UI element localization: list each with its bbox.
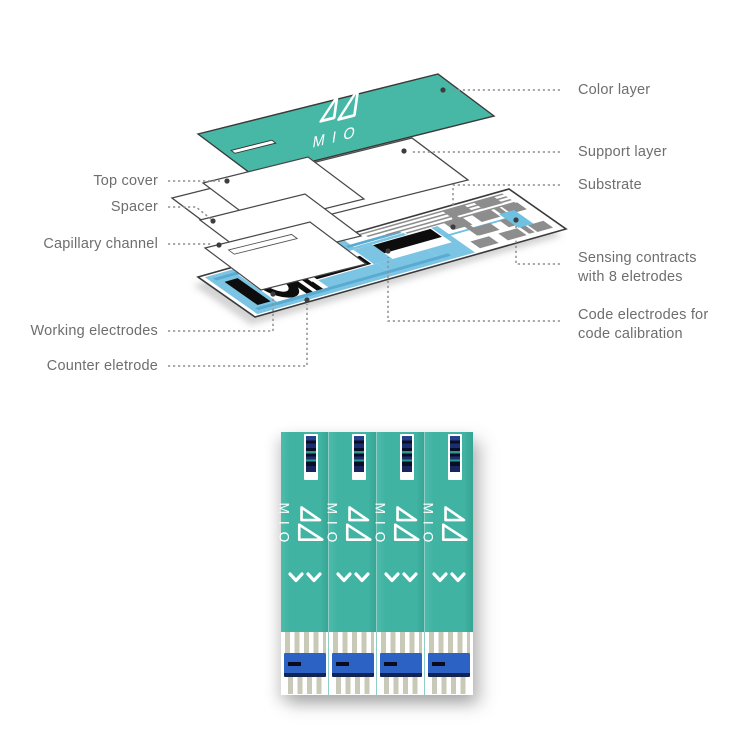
label-working-electrodes: Working electrodes	[30, 323, 158, 339]
contact-bars	[336, 677, 374, 694]
capillary-channel-shape	[203, 221, 368, 291]
test-strip	[423, 432, 473, 695]
mio-logo	[375, 501, 420, 551]
chevron-down-icons	[432, 571, 466, 589]
label-capillary-channel: Capillary channel	[43, 236, 158, 252]
band-dash	[432, 662, 445, 666]
label-support-layer: Support layer	[578, 144, 667, 160]
contact-band	[380, 653, 422, 677]
contact-bars	[384, 677, 422, 694]
label-top-cover: Top cover	[93, 173, 158, 189]
contact-zone	[281, 632, 329, 695]
leader-dots	[210, 87, 519, 303]
label-code-electrodes: Code electrodes for code calibration	[578, 306, 708, 344]
code-stripe-slot	[352, 434, 366, 480]
contact-bars	[288, 677, 326, 694]
label-color-layer: Color layer	[578, 82, 651, 98]
chevron-down-icons	[336, 571, 370, 589]
band-dash	[336, 662, 349, 666]
mio-logo	[327, 501, 372, 551]
contact-bars	[429, 632, 470, 653]
band-dash	[288, 662, 301, 666]
label-code-electrodes-line1: Code electrodes for	[578, 307, 709, 323]
contact-zone	[329, 632, 377, 695]
contact-bars	[285, 632, 326, 653]
code-stripes	[450, 436, 460, 472]
label-spacer: Spacer	[110, 199, 158, 215]
contact-zone	[425, 632, 473, 695]
label-sensing-contacts-line2: with 8 eletrodes	[578, 269, 683, 285]
code-stripe-slot	[448, 434, 462, 480]
contact-band	[428, 653, 470, 677]
code-stripes	[354, 436, 364, 472]
code-stripe-slot	[400, 434, 414, 480]
mio-logo	[279, 501, 324, 551]
contact-band	[284, 653, 326, 677]
exploded-diagram: MIO	[0, 73, 750, 430]
label-substrate: Substrate	[578, 177, 642, 193]
label-sensing-contacts: Sensing contracts with 8 eletrodes	[578, 249, 697, 287]
contact-bars	[333, 632, 374, 653]
band-dash	[384, 662, 397, 666]
test-strip	[327, 432, 377, 695]
chevron-down-icons	[384, 571, 418, 589]
code-stripe-slot	[304, 434, 318, 480]
code-stripes	[402, 436, 412, 472]
label-code-electrodes-line2: code calibration	[578, 326, 683, 342]
mio-logo	[423, 501, 468, 551]
test-strip	[375, 432, 425, 695]
capillary-slot	[229, 234, 298, 254]
contact-zone	[377, 632, 425, 695]
leader-lines	[168, 89, 560, 367]
contact-bars	[381, 632, 422, 653]
contact-band	[332, 653, 374, 677]
test-strips-photo	[279, 432, 473, 695]
color-layer-slot	[231, 140, 276, 153]
test-strip	[279, 432, 329, 695]
code-stripes	[306, 436, 316, 472]
label-sensing-contacts-line1: Sensing contracts	[578, 250, 697, 266]
diagram-canvas: MIO	[0, 73, 750, 430]
contact-bars	[432, 677, 470, 694]
label-counter-eletrode: Counter eletrode	[46, 358, 158, 374]
chevron-down-icons	[288, 571, 322, 589]
